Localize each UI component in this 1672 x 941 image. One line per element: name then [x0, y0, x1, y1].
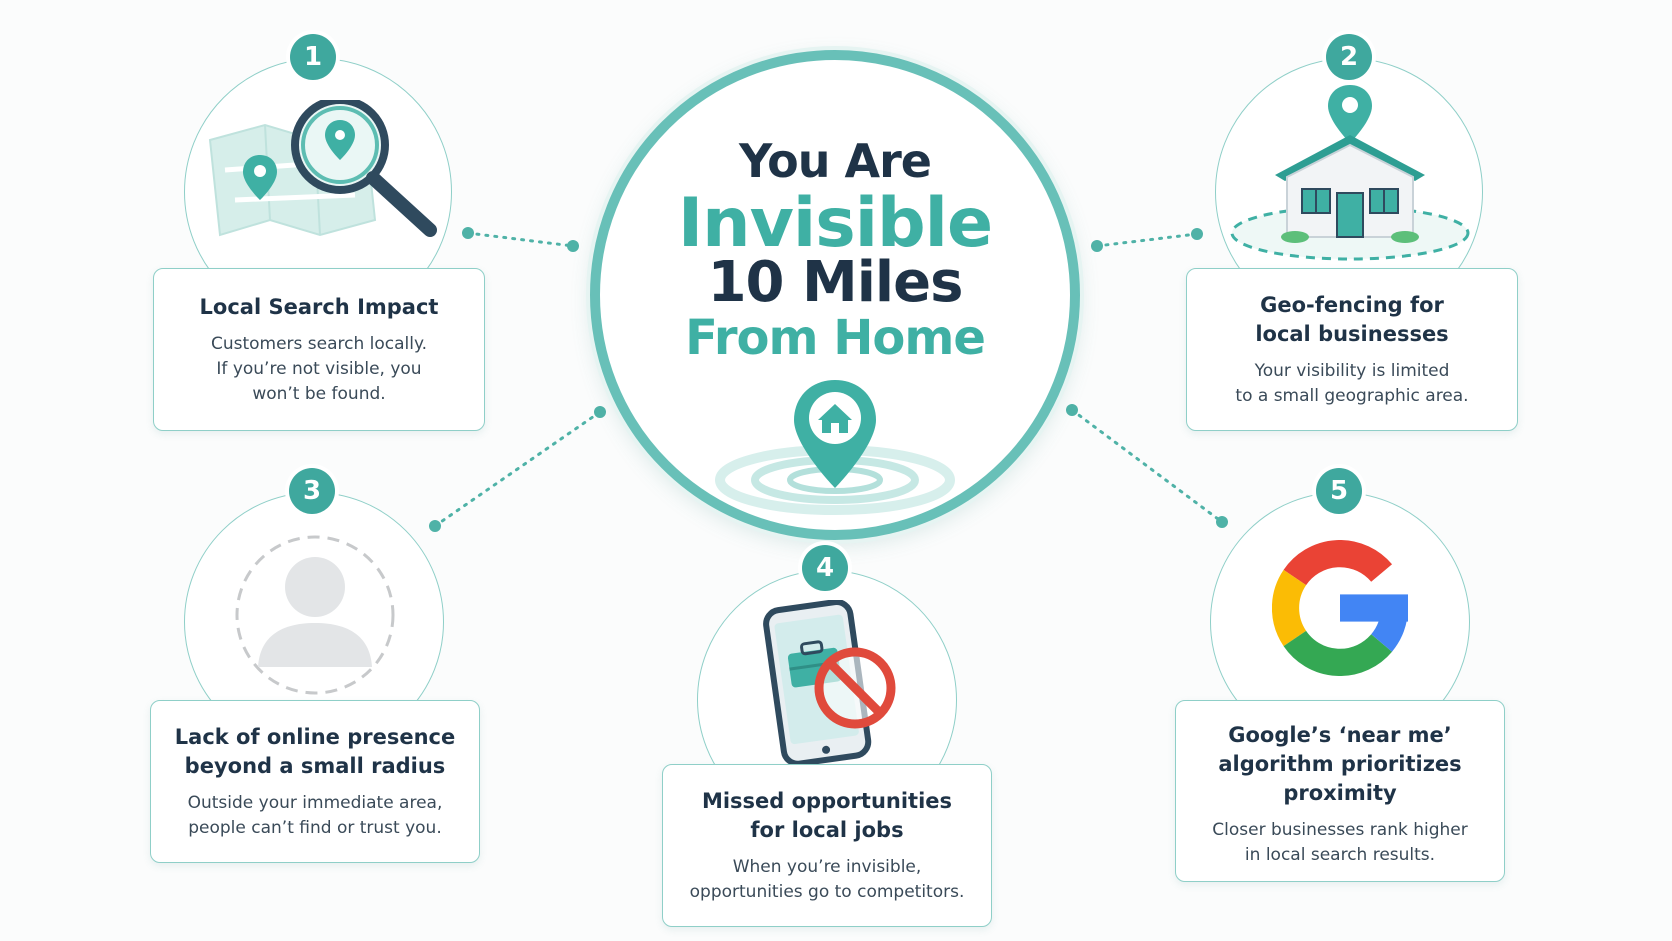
item-2-desc-line: to a small geographic area. [1235, 386, 1469, 406]
item-1-desc-line: If you’re not visible, you [216, 359, 422, 379]
item-4-title-line: Missed opportunities [701, 789, 953, 813]
connector-2 [1095, 232, 1199, 248]
item-3-title: Lack of online presence beyond a small r… [151, 723, 479, 781]
connector-dot [1191, 228, 1203, 240]
item-2-desc-line: Your visibility is limited [1254, 361, 1450, 381]
item-3-title-line: Lack of online presence [174, 725, 456, 749]
connector-1 [466, 231, 575, 248]
connector-dot [1216, 516, 1228, 528]
item-4-title-line: for local jobs [750, 818, 904, 842]
item-4-desc-line: opportunities go to competitors. [689, 882, 965, 902]
headline-line-4: From Home [685, 310, 986, 366]
item-2-number-badge: 2 [1326, 34, 1372, 80]
item-1-card: Local Search Impact Customers search loc… [153, 268, 485, 431]
headline-line-2: Invisible [677, 184, 993, 263]
item-1-title: Local Search Impact [199, 295, 439, 319]
item-3-number-badge: 3 [289, 468, 335, 514]
item-5-desc-line: Closer businesses rank higher [1212, 820, 1468, 840]
item-4-number-badge: 4 [802, 545, 848, 591]
map-magnifier-icon [208, 100, 437, 237]
headline-line-3: 10 Miles [707, 250, 964, 315]
item-2-card: Geo-fencing for local businesses Your vi… [1186, 268, 1518, 431]
item-4-description: When you’re invisible, opportunities go … [663, 855, 991, 905]
item-2-description: Your visibility is limited to a small ge… [1187, 359, 1517, 409]
item-3-desc-line: people can’t find or trust you. [188, 818, 442, 838]
item-4-card: Missed opportunities for local jobs When… [662, 764, 992, 927]
item-1-number-badge: 1 [290, 34, 336, 80]
item-5-number-badge: 5 [1316, 468, 1362, 514]
item-1-desc-line: won’t be found. [252, 384, 386, 404]
house-pin-icon [1230, 85, 1470, 261]
headline-circle: You Are Invisible 10 Miles From Home [590, 50, 1080, 540]
google-g-icon [1272, 540, 1408, 676]
connector-dot [567, 240, 579, 252]
item-1-desc-line: Customers search locally. [210, 334, 428, 354]
item-5-title: Google’s ‘near me’ algorithm prioritizes… [1176, 721, 1504, 808]
item-4-desc-line: When you’re invisible, [732, 857, 922, 877]
home-location-pin-icon [715, 380, 955, 515]
connector-dot [429, 520, 441, 532]
item-1-description: Customers search locally. If you’re not … [154, 332, 484, 407]
item-2-title: Geo-fencing for local businesses [1187, 291, 1517, 349]
connector-5 [1070, 408, 1224, 524]
item-2-title-line: Geo-fencing for [1260, 293, 1444, 317]
item-3-desc-line: Outside your immediate area, [187, 793, 443, 813]
item-5-desc-line: in local search results. [1244, 845, 1436, 865]
item-5-card: Google’s ‘near me’ algorithm prioritizes… [1175, 700, 1505, 882]
item-3-card: Lack of online presence beyond a small r… [150, 700, 480, 863]
item-5-title-line: Google’s ‘near me’ [1228, 723, 1452, 747]
item-3-description: Outside your immediate area, people can’… [151, 791, 479, 841]
headline-line-1: You Are [739, 134, 932, 188]
connector-dot [462, 227, 474, 239]
connector-3 [433, 410, 602, 528]
item-3-title-line: beyond a small radius [184, 754, 446, 778]
item-4-title: Missed opportunities for local jobs [663, 787, 991, 845]
item-5-description: Closer businesses rank higher in local s… [1176, 818, 1504, 868]
item-5-title-line: proximity [1283, 781, 1397, 805]
phone-blocked-job-icon [763, 600, 896, 767]
connector-dot [594, 406, 606, 418]
item-5-title-line: algorithm prioritizes [1218, 752, 1462, 776]
connector-dot [1091, 240, 1103, 252]
faded-person-icon [235, 535, 395, 695]
item-2-title-line: local businesses [1255, 322, 1449, 346]
connector-dot [1066, 404, 1078, 416]
